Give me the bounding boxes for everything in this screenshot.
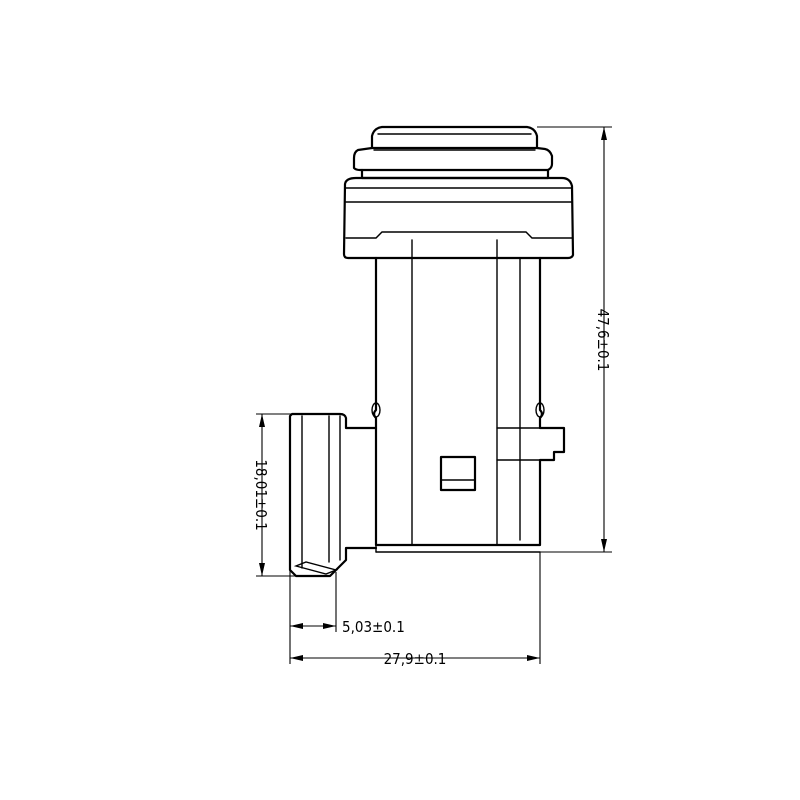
connector-latch [293, 561, 339, 575]
connector-outline [288, 412, 378, 578]
dim-connector-label: 18,01±0.1 [252, 459, 270, 530]
dim-connector-arrow-top [259, 414, 265, 427]
dim-offset-arrow-right [323, 623, 336, 629]
dimension-lines [256, 126, 612, 664]
body-notch-right [535, 402, 545, 418]
head-ring-lower-step [345, 231, 573, 239]
body-side-tab [496, 427, 541, 461]
dim-connector-arrow-bottom [259, 563, 265, 576]
body-window [439, 455, 477, 492]
body-notch-left [371, 402, 381, 418]
dim-height-arrow-top [601, 127, 607, 140]
head-step-band [352, 146, 554, 172]
dim-offset-arrow-left [290, 623, 303, 629]
head-ring [342, 176, 575, 260]
sensor-body [371, 239, 566, 553]
dim-width-label: 27,9±0.1 [384, 650, 447, 668]
dim-height-arrow-bottom [601, 539, 607, 552]
head-top-cap [370, 125, 539, 150]
head-neck [360, 168, 550, 180]
dim-offset-label: 5,03±0.1 [342, 618, 405, 636]
dim-width-arrow-left [290, 655, 303, 661]
dim-height-label: 47,6±0.1 [594, 309, 612, 372]
dim-width-arrow-right [527, 655, 540, 661]
body-outline [372, 256, 566, 547]
sensor-connector [288, 412, 378, 578]
sensor-head [342, 125, 575, 260]
